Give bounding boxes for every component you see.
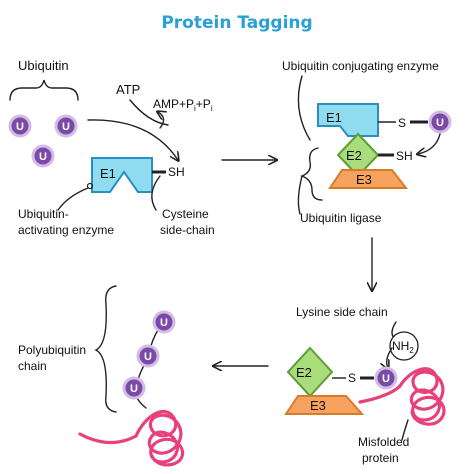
svg-text:U: U: [130, 383, 138, 395]
svg-text:E1: E1: [100, 166, 116, 181]
cysteine-label-2: side-chain: [160, 223, 215, 237]
svg-text:U: U: [436, 117, 444, 129]
ubiquitin-molecule: U: [428, 110, 452, 134]
activating-enzyme-label-2: activating enzyme: [18, 223, 114, 237]
amp-label: AMP+Pi+Pi: [153, 97, 213, 113]
svg-text:U: U: [62, 121, 70, 133]
misfolded-pointer: [401, 419, 409, 441]
svg-text:E3: E3: [356, 172, 372, 187]
ubiquitin-molecule: U: [152, 310, 176, 334]
atp-label: ATP: [116, 82, 140, 97]
ligase-brace: [300, 147, 323, 201]
polyubiquitin-label-2: chain: [18, 359, 47, 373]
misfolded-label-2: protein: [362, 451, 399, 465]
ubiquitin-molecule: U: [8, 114, 32, 138]
activating-enzyme-label: Ubiquitin-: [18, 207, 69, 221]
e3-enzyme: E3: [328, 169, 409, 189]
svg-text:E2: E2: [346, 148, 362, 163]
pointer-line: [57, 187, 89, 211]
ubiquitin-molecule: U: [136, 344, 160, 368]
ubiquitin-molecule: U: [31, 144, 55, 168]
svg-text:U: U: [382, 373, 390, 385]
ubiquitin-brace: [9, 79, 79, 101]
svg-text:U: U: [144, 351, 152, 363]
reaction-arrow: [87, 119, 178, 160]
sh-label-2: SH: [396, 149, 413, 163]
atp-arrow: [129, 99, 169, 126]
cysteine-pointer: [151, 175, 161, 211]
transfer-arrow: [418, 133, 441, 154]
amp-arrow: [158, 112, 164, 129]
svg-text:U: U: [39, 151, 47, 163]
conjugating-pointer: [297, 75, 311, 141]
svg-text:U: U: [16, 121, 24, 133]
s-label: S: [398, 116, 406, 130]
ubiquitin-molecule: U: [374, 366, 398, 390]
svg-text:E2: E2: [296, 365, 312, 380]
svg-text:E3: E3: [310, 398, 326, 413]
conjugating-enzyme-label: Ubiquitin conjugating enzyme: [282, 59, 439, 73]
e2-enzyme-bound: E2: [286, 346, 334, 398]
ubiquitin-molecule: U: [54, 114, 78, 138]
s-label-3: S: [348, 371, 356, 385]
ligase-label: Ubiquitin ligase: [300, 211, 382, 225]
page-title: Protein Tagging: [161, 13, 312, 33]
e1-enzyme-bound: E1: [317, 103, 379, 137]
ligase-pointer: [297, 175, 303, 215]
ubiquitin-molecule: U: [122, 376, 146, 400]
tagged-protein: [78, 410, 185, 467]
svg-text:E1: E1: [326, 110, 342, 125]
e1-enzyme: E1: [91, 157, 153, 193]
svg-text:U: U: [160, 317, 168, 329]
misfolded-label: Misfolded: [358, 435, 409, 449]
cysteine-label: Cysteine: [162, 207, 209, 221]
pointer-dot: [86, 182, 94, 190]
lysine-label: Lysine side chain: [296, 305, 388, 319]
sh-label: SH: [168, 165, 185, 179]
nh2-bubble: [389, 331, 419, 361]
polyubiquitin-label: Polyubiquitin: [18, 343, 86, 357]
misfolded-protein: [358, 367, 446, 426]
polyubiquitin-brace: [94, 285, 117, 413]
ubiquitin-label: Ubiquitin: [18, 58, 69, 73]
nh2-label: NH2: [392, 339, 414, 355]
e3-enzyme-bound: E3: [284, 395, 365, 415]
